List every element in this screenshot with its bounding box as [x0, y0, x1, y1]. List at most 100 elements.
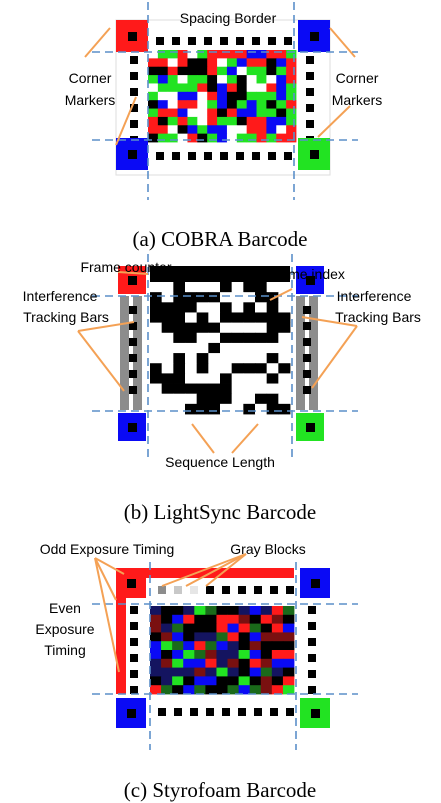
data-cell [286, 83, 297, 93]
data-cell [185, 393, 198, 405]
label-interference-left-2: Tracking Bars [23, 309, 109, 325]
data-cell [255, 292, 268, 303]
data-cell [226, 50, 238, 59]
data-cell [246, 125, 257, 135]
data-cell [207, 100, 218, 109]
data-cell [231, 292, 244, 303]
data-cell [161, 676, 173, 686]
data-cell [220, 332, 233, 344]
data-cell [246, 50, 257, 59]
data-cell [161, 606, 173, 616]
data-cell [220, 312, 233, 324]
data-cell [197, 100, 208, 109]
data-cell [278, 342, 291, 354]
data-cell [150, 685, 162, 695]
data-cell [271, 685, 284, 695]
data-cell [157, 125, 169, 135]
data-cell [161, 373, 174, 384]
border-dot [156, 152, 164, 160]
data-cell [231, 383, 244, 395]
data-cell [249, 667, 262, 677]
border-dot [308, 622, 316, 630]
data-cell [187, 108, 198, 118]
data-cell [187, 58, 198, 68]
data-cell [271, 641, 284, 651]
data-cell [255, 373, 268, 384]
data-cell [150, 650, 162, 660]
border-dot [130, 654, 138, 662]
border-dot [190, 586, 198, 594]
data-cell [220, 383, 233, 395]
data-cell [167, 83, 178, 93]
data-cell [185, 282, 198, 293]
data-cell [161, 383, 174, 395]
data-cell [238, 650, 251, 660]
data-cell [173, 383, 186, 395]
data-cell [278, 403, 291, 415]
data-cell [260, 658, 273, 668]
border-dot [308, 686, 316, 694]
data-cell [278, 363, 291, 374]
data-cell [226, 108, 238, 118]
data-cell [220, 342, 233, 354]
border-dot [303, 370, 311, 378]
data-cell [286, 91, 297, 101]
data-cell [187, 50, 198, 59]
data-cell [243, 322, 256, 334]
data-cell [231, 403, 244, 415]
data-cell [172, 614, 184, 624]
data-cell [157, 75, 169, 84]
data-cell [266, 332, 279, 344]
label-odd-exposure: Odd Exposure Timing [40, 541, 175, 557]
border-dot [284, 152, 292, 160]
lightsync-guide-lines [92, 254, 358, 458]
data-cell [256, 108, 267, 118]
data-cell [148, 100, 159, 109]
data-cell [256, 83, 267, 93]
data-cell [185, 363, 198, 374]
data-cell [197, 75, 208, 84]
data-cell [183, 606, 195, 616]
data-cell [246, 83, 257, 93]
data-cell [286, 116, 297, 126]
data-cell [231, 363, 244, 374]
data-cell [266, 312, 279, 324]
data-cell [243, 383, 256, 395]
data-cell [216, 650, 228, 660]
data-cell [207, 133, 218, 143]
border-dot [286, 708, 294, 716]
data-cell [150, 632, 162, 642]
data-cell [227, 650, 240, 660]
data-cell [183, 676, 195, 686]
data-cell [177, 83, 188, 93]
data-cell [231, 373, 244, 384]
data-cell [172, 606, 184, 616]
border-dot [158, 586, 166, 594]
data-cell [172, 641, 184, 651]
corner-marker-dot [127, 709, 136, 718]
data-cell [220, 403, 233, 415]
data-cell [207, 125, 218, 135]
data-cell [197, 116, 208, 126]
data-cell [266, 83, 277, 93]
data-cell [255, 302, 268, 313]
data-cell [243, 373, 256, 384]
data-cell [256, 116, 267, 126]
data-cell [256, 91, 267, 101]
data-cell [278, 282, 291, 293]
data-cell [173, 282, 186, 293]
data-cell [278, 322, 291, 334]
border-dot [238, 708, 246, 716]
corner-marker-dot [310, 150, 319, 159]
data-cell [249, 685, 262, 695]
data-cell [256, 100, 267, 109]
data-cell [278, 373, 291, 384]
border-dot [308, 654, 316, 662]
cobra-arrows [84, 27, 356, 146]
data-cell [231, 332, 244, 344]
data-cell [183, 623, 195, 633]
data-cell [238, 606, 251, 616]
label-interference-left-1: Interference [23, 288, 98, 304]
data-cell [249, 641, 262, 651]
data-cell [148, 133, 159, 143]
